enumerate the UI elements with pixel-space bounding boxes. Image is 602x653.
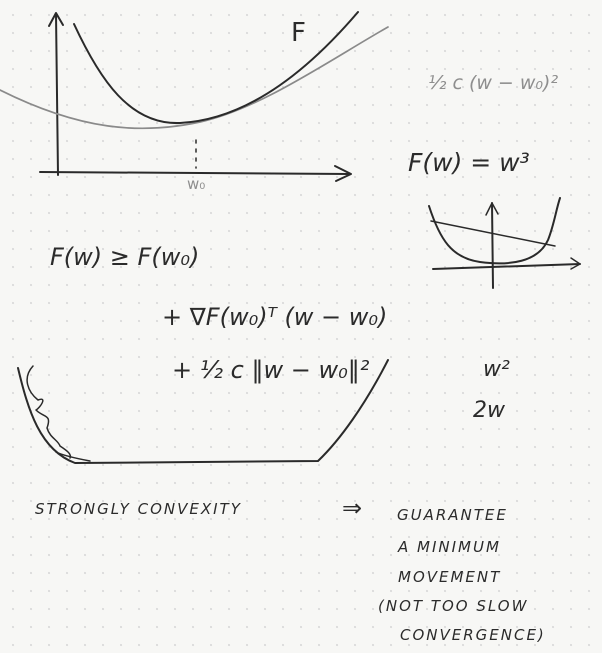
w0-axis-label: w₀ xyxy=(187,175,206,193)
quadratic-lower-bound-curve xyxy=(0,26,389,130)
convergence-text: CONVERGENCE) xyxy=(400,626,546,644)
cubic-sketch xyxy=(428,197,581,289)
inequality-line-2: + ∇F(w₀)ᵀ (w − w₀) xyxy=(162,303,388,331)
cubic-secant-line xyxy=(430,220,556,247)
x-axis-arrowhead xyxy=(334,165,352,182)
flat-bowl-curve xyxy=(17,359,389,464)
x-axis xyxy=(39,171,351,175)
strongly-convexity-text: STRONGLY CONVEXITY xyxy=(35,500,242,518)
square-note: w² xyxy=(483,357,510,382)
cubic-x-axis xyxy=(432,263,581,270)
curve-label-f: F xyxy=(291,18,306,48)
not-too-slow-text: (NOT TOO SLOW xyxy=(378,597,529,615)
implies-arrow: ⇒ xyxy=(342,494,363,522)
guarantee-text: GUARANTEE xyxy=(397,506,508,524)
cubic-cup-curve xyxy=(428,197,561,265)
cubic-y-axis xyxy=(491,202,494,289)
movement-text: MOVEMENT xyxy=(398,568,502,586)
inequality-line-3: + ½ c ‖w − w₀‖² xyxy=(172,356,370,384)
minimum-text: A MINIMUM xyxy=(398,538,501,556)
cubic-y-arrowhead xyxy=(485,202,499,216)
function-f-curve xyxy=(73,11,359,125)
cubic-definition: F(w) = w³ xyxy=(408,148,530,177)
derivative-note: 2w xyxy=(473,398,505,423)
cubic-x-arrowhead xyxy=(570,257,581,270)
quadratic-term-label: ½ c (w − w₀)² xyxy=(428,72,559,94)
main-plot xyxy=(0,11,389,182)
flat-bowl-sketch xyxy=(17,359,389,464)
inequality-line-1: F(w) ≥ F(w₀) xyxy=(50,243,200,271)
descent-zigzag xyxy=(26,365,91,462)
y-axis-arrowhead xyxy=(48,12,64,27)
y-axis xyxy=(55,13,59,176)
